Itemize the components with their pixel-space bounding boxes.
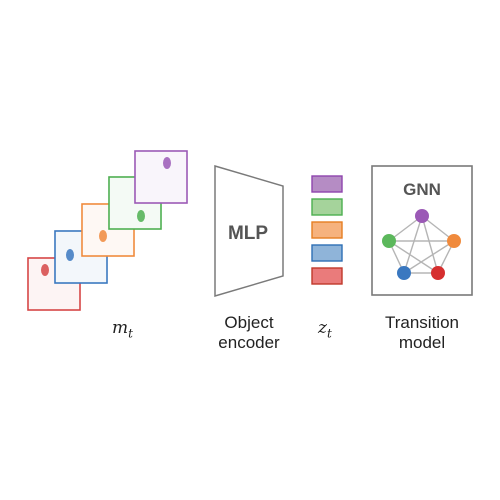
masks-label: mt [112,318,133,340]
transition-model-line1: Transition [384,313,459,332]
transition-model-caption: Transition model [362,313,482,353]
graph-edge [421,215,439,274]
mask-frame-tint [136,152,186,202]
mask-object-blob [99,230,107,242]
mask-object-blob [137,210,145,222]
graph-node [382,234,396,248]
gnn-label: GNN [403,180,441,199]
mask-object-blob [66,249,74,261]
graph-edge [403,215,423,274]
mask-frame [134,150,188,204]
latent-slot [311,175,343,193]
mask-object-blob [163,157,171,169]
latent-label-symbol: z [318,318,327,338]
latent-slots [311,175,343,285]
latent-label-subscript: t [326,326,332,341]
gnn-graph [382,209,461,280]
mask-object-blob [41,264,49,276]
latent-slot [311,221,343,239]
latent-slot [311,267,343,285]
latent-slot [311,198,343,216]
mask-frame-border [134,150,188,204]
masks-label-subscript: t [128,326,133,341]
graph-node [431,266,445,280]
masks-label-symbol: m [112,318,129,338]
mlp-trapezoid [214,164,284,298]
object-encoder-line1: Object [224,313,274,332]
latent-label: zt [318,318,332,340]
graph-node [397,266,411,280]
graph-edge [403,240,455,274]
transition-model-line2: model [398,333,446,352]
graph-node [415,209,429,223]
object-encoder-line2: encoder [218,333,280,352]
graph-edge [388,240,439,274]
graph-node [447,234,461,248]
object-encoder-caption: Object encoder [196,313,302,353]
mlp-label: MLP [228,223,268,244]
mask-stack [27,150,188,311]
latent-slot [311,244,343,262]
